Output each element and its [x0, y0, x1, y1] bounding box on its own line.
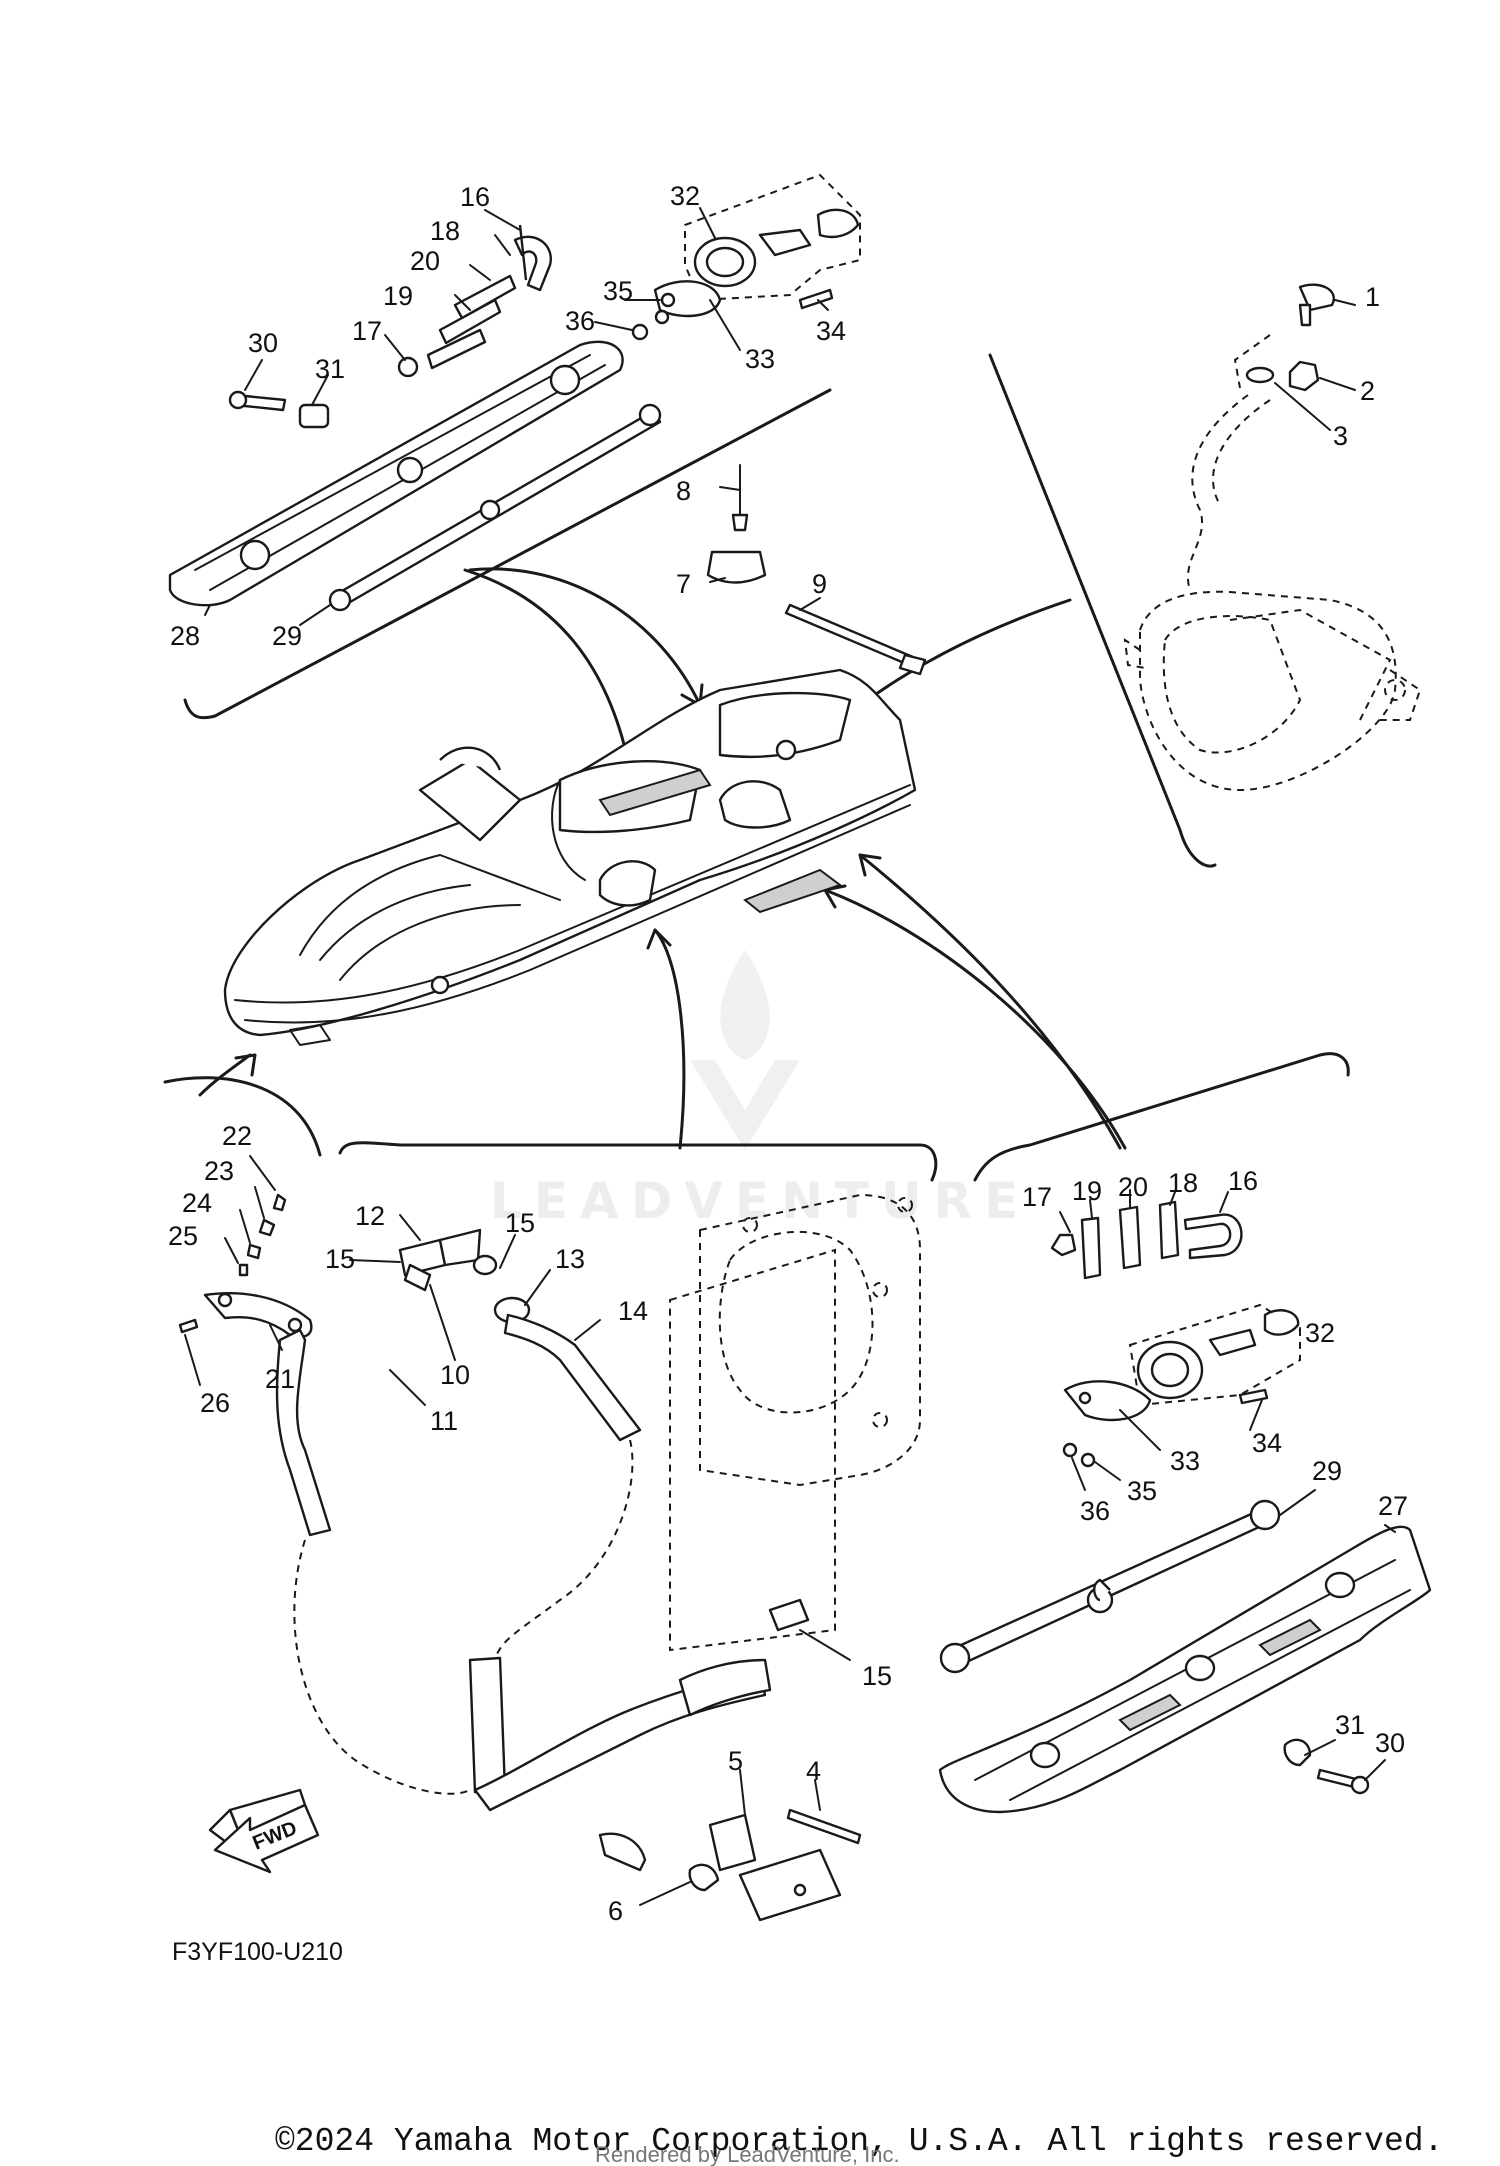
callout-31-br: 31 — [1335, 1710, 1365, 1740]
bottom-right-parts — [938, 1200, 1432, 1814]
callout-4: 4 — [806, 1756, 821, 1786]
callout-20-br: 20 — [1118, 1172, 1148, 1202]
callout-5: 5 — [728, 1746, 743, 1776]
callout-31: 31 — [315, 354, 345, 384]
callout-35-br: 35 — [1127, 1476, 1157, 1506]
callout-24: 24 — [182, 1188, 212, 1218]
callout-3: 3 — [1333, 421, 1348, 451]
callout-17: 17 — [352, 316, 382, 346]
callout-17-br: 17 — [1022, 1182, 1052, 1212]
callout-28: 28 — [170, 621, 200, 651]
callout-15c: 15 — [862, 1661, 892, 1691]
callout-21: 21 — [265, 1364, 295, 1394]
callout-8: 8 — [676, 476, 691, 506]
callout-34-br: 34 — [1252, 1428, 1282, 1458]
top-left-parts — [168, 173, 861, 612]
callout-18: 18 — [430, 216, 460, 246]
callout-15a: 15 — [325, 1244, 355, 1274]
callout-15b: 15 — [505, 1208, 535, 1238]
callout-10: 10 — [440, 1360, 470, 1390]
callout-34: 34 — [816, 316, 846, 346]
callout-22: 22 — [222, 1121, 252, 1151]
leader-lines — [184, 207, 1396, 1906]
callout-7: 7 — [676, 569, 691, 599]
callout-36: 36 — [565, 306, 595, 336]
callout-25: 25 — [168, 1221, 198, 1251]
callout-36-br: 36 — [1080, 1496, 1110, 1526]
watermark-text: LEADVENTURE — [490, 1172, 1030, 1230]
top-right-parts — [1123, 283, 1422, 792]
callout-33-br: 33 — [1170, 1446, 1200, 1476]
callout-32-br: 32 — [1305, 1318, 1335, 1348]
callout-16-br: 16 — [1228, 1166, 1258, 1196]
callout-30-br: 30 — [1375, 1728, 1405, 1758]
callout-12: 12 — [355, 1201, 385, 1231]
copyright-notice: ©2024 Yamaha Motor Corporation, U.S.A. A… — [275, 2123, 1443, 2160]
callout-19: 19 — [383, 281, 413, 311]
callout-27-br: 27 — [1378, 1491, 1408, 1521]
callout-labels: 16 18 20 19 17 30 31 28 29 32 35 36 33 3… — [168, 181, 1408, 1926]
callout-29: 29 — [272, 621, 302, 651]
callout-19-br: 19 — [1072, 1176, 1102, 1206]
callout-26: 26 — [200, 1388, 230, 1418]
jet-ski-illustration — [223, 668, 917, 1046]
callout-14: 14 — [618, 1296, 648, 1326]
center-parts — [706, 464, 927, 676]
callout-32: 32 — [670, 181, 700, 211]
callout-13: 13 — [555, 1244, 585, 1274]
callout-1: 1 — [1365, 282, 1380, 312]
leadventure-watermark: LEADVENTURE — [490, 950, 1030, 1230]
group-brackets — [163, 353, 1350, 1182]
callout-20: 20 — [410, 246, 440, 276]
callout-9: 9 — [812, 569, 827, 599]
forward-direction-arrow: FWD — [213, 1803, 320, 1874]
callout-29-br: 29 — [1312, 1456, 1342, 1486]
callout-30: 30 — [248, 328, 278, 358]
callout-35: 35 — [603, 276, 633, 306]
callout-2: 2 — [1360, 376, 1375, 406]
diagram-reference-code: F3YF100-U210 — [172, 1938, 343, 1966]
callout-23: 23 — [204, 1156, 234, 1186]
callout-33: 33 — [745, 344, 775, 374]
callout-6: 6 — [608, 1896, 623, 1926]
callout-18-br: 18 — [1168, 1168, 1198, 1198]
callout-16: 16 — [460, 182, 490, 212]
rendered-by-notice: Rendered by LeadVenture, Inc. — [595, 2142, 900, 2166]
callout-11: 11 — [430, 1406, 458, 1436]
